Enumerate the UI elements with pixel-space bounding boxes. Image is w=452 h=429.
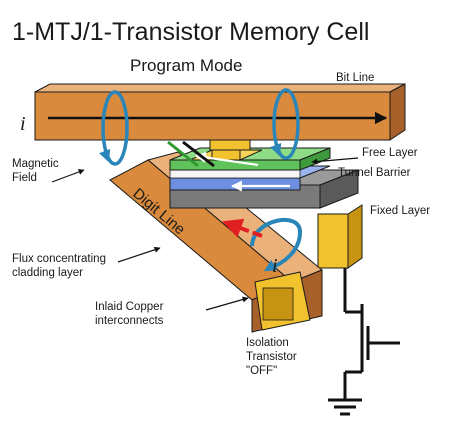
isolation-transistor-label-line2: Transistor (246, 351, 297, 363)
bit-line-current-symbol: i (20, 113, 26, 135)
bit-line (35, 84, 405, 150)
ground-symbol (328, 400, 362, 414)
flux-cladding-label-line1: Flux concentrating (12, 253, 106, 265)
inlaid-copper-label-line1: Inlaid Copper (95, 301, 164, 313)
flux-cladding-pointer (118, 248, 160, 262)
free-layer-label: Free Layer (362, 147, 418, 159)
magnetic-field-label-line2: Field (12, 172, 37, 184)
diagram-subtitle: Program Mode (130, 56, 242, 75)
magnetic-field-label-line1: Magnetic (12, 158, 59, 170)
right-support-block (318, 205, 362, 268)
isolation-transistor-label-line3: "OFF" (246, 365, 277, 377)
inlaid-copper-label-line2: interconnects (95, 315, 164, 327)
diagram-title: 1-MTJ/1-Transistor Memory Cell (12, 18, 369, 46)
digit-line-current-symbol: i (272, 255, 278, 277)
inlaid-copper-pointer (206, 298, 248, 310)
fixed-layer-label: Fixed Layer (370, 205, 430, 217)
isolation-transistor-label-line1: Isolation (246, 337, 289, 349)
flux-cladding-label-line2: cladding layer (12, 267, 83, 279)
magnetic-field-pointer (52, 170, 84, 182)
tunnel-barrier-label: Tunnel Barrier (338, 167, 411, 179)
mtj-stack (170, 148, 358, 208)
bit-line-label: Bit Line (336, 72, 374, 84)
isolation-transistor (345, 268, 400, 400)
